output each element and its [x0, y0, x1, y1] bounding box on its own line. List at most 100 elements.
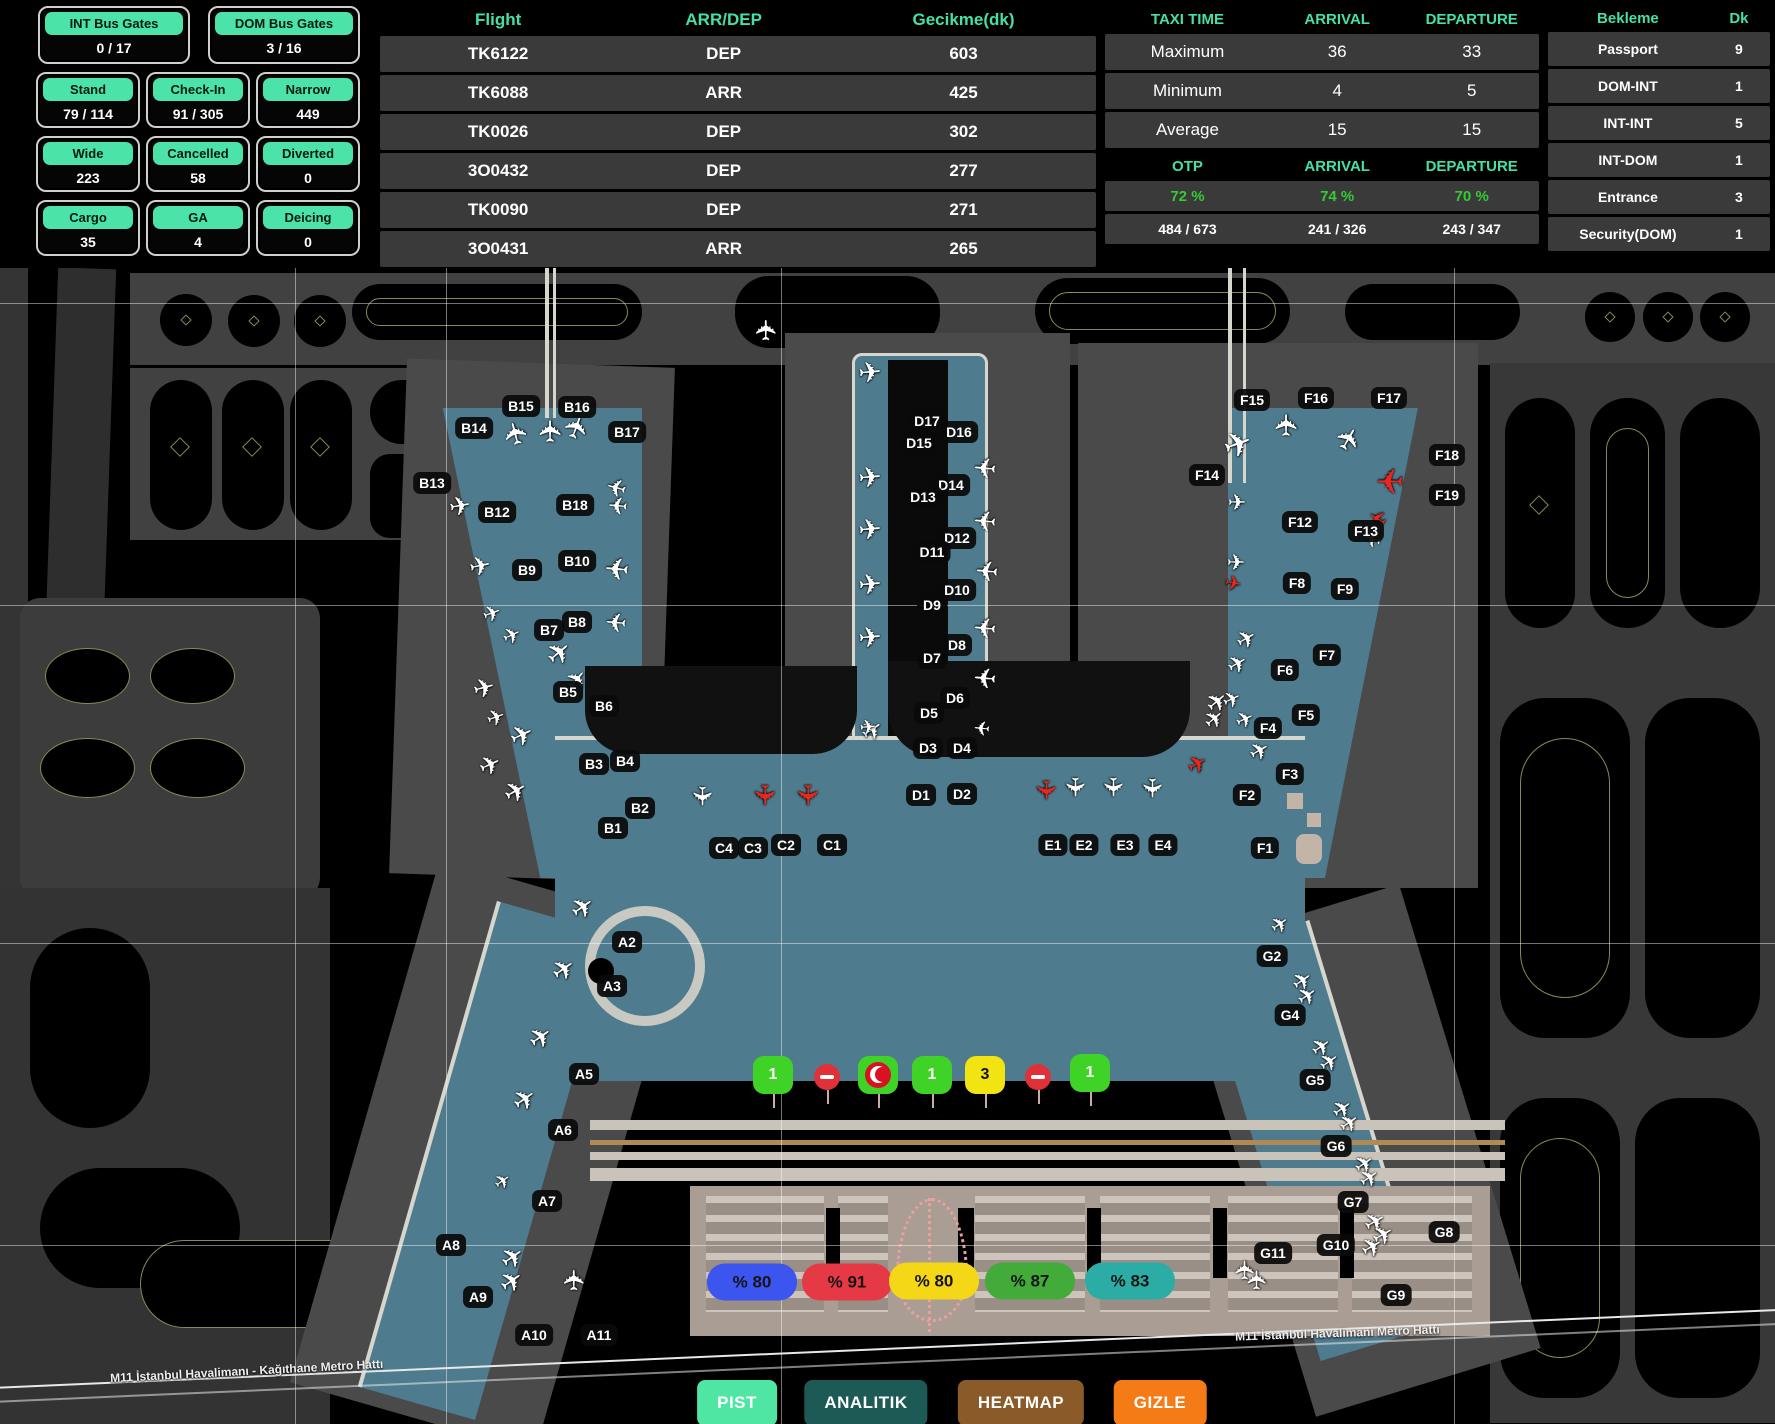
gate-label-e2[interactable]: E2 — [1069, 834, 1099, 856]
aircraft-icon[interactable]: ✈ — [856, 513, 883, 546]
gate-label-f1[interactable]: F1 — [1250, 837, 1280, 859]
gate-label-a8[interactable]: A8 — [436, 1234, 466, 1256]
gate-label-f16[interactable]: F16 — [1297, 387, 1335, 409]
gate-label-e3[interactable]: E3 — [1110, 834, 1140, 856]
gate-label-b2[interactable]: B2 — [625, 797, 655, 819]
pist-button[interactable]: PIST — [697, 1380, 777, 1424]
gate-label-g5[interactable]: G5 — [1299, 1069, 1331, 1091]
gate-label-d16[interactable]: D16 — [940, 421, 978, 443]
aircraft-icon[interactable]: ✈ — [1271, 412, 1304, 438]
gate-label-c2[interactable]: C2 — [771, 834, 801, 856]
gate-label-g11[interactable]: G11 — [1254, 1242, 1292, 1264]
gate-label-b18[interactable]: B18 — [556, 494, 594, 516]
gate-label-d8[interactable]: D8 — [942, 634, 972, 656]
aircraft-icon[interactable]: ✈ — [973, 554, 1000, 587]
gate-label-a2[interactable]: A2 — [612, 931, 642, 953]
occupancy-badge[interactable]: % 80 — [707, 1263, 797, 1301]
gate-label-b3[interactable]: B3 — [579, 753, 609, 775]
occupancy-badge[interactable]: % 83 — [1085, 1262, 1175, 1300]
analitik-button[interactable]: ANALITIK — [804, 1380, 928, 1424]
gate-label-b15[interactable]: B15 — [502, 395, 540, 417]
gate-label-b7[interactable]: B7 — [534, 619, 564, 641]
gate-label-b4[interactable]: B4 — [610, 750, 640, 772]
gate-label-a10[interactable]: A10 — [515, 1324, 553, 1346]
aircraft-icon[interactable]: ✈ — [559, 1268, 590, 1292]
gate-label-g7[interactable]: G7 — [1337, 1191, 1369, 1213]
aircraft-icon-alert[interactable]: ✈ — [749, 783, 780, 807]
aircraft-icon[interactable]: ✈ — [972, 715, 992, 739]
gate-label-b10[interactable]: B10 — [558, 550, 596, 572]
gate-label-f6[interactable]: F6 — [1270, 659, 1300, 681]
heatmap-button[interactable]: HEATMAP — [957, 1380, 1085, 1424]
gate-label-d5[interactable]: D5 — [914, 702, 944, 724]
gate-label-f13[interactable]: F13 — [1347, 520, 1385, 542]
gate-label-a7[interactable]: A7 — [532, 1190, 562, 1212]
gate-label-f4[interactable]: F4 — [1253, 717, 1283, 739]
aircraft-icon[interactable]: ✈ — [687, 785, 717, 807]
gate-label-f18[interactable]: F18 — [1428, 444, 1466, 466]
aircraft-icon[interactable]: ✈ — [971, 504, 998, 537]
aircraft-icon[interactable]: ✈ — [1226, 550, 1246, 575]
occupancy-badge[interactable]: % 91 — [802, 1263, 892, 1301]
gate-label-c3[interactable]: C3 — [738, 837, 768, 859]
gate-label-d1[interactable]: D1 — [906, 784, 936, 806]
gate-label-b16[interactable]: B16 — [558, 396, 596, 418]
gate-label-b14[interactable]: B14 — [455, 417, 493, 439]
gate-label-a6[interactable]: A6 — [548, 1119, 578, 1141]
gate-label-b13[interactable]: B13 — [413, 472, 451, 494]
gate-label-b8[interactable]: B8 — [562, 611, 592, 633]
aircraft-icon-alert[interactable]: ✈ — [1375, 461, 1405, 499]
gate-label-c4[interactable]: C4 — [709, 837, 739, 859]
aircraft-icon[interactable]: ✈ — [856, 461, 883, 494]
bekleme-row[interactable]: Security(DOM)1 — [1548, 217, 1770, 251]
gate-label-d15[interactable]: D15 — [900, 432, 938, 454]
gate-label-d17[interactable]: D17 — [908, 410, 946, 432]
aircraft-icon[interactable]: ✈ — [751, 318, 782, 342]
gate-label-f8[interactable]: F8 — [1282, 572, 1312, 594]
gate-label-d9[interactable]: D9 — [917, 594, 947, 616]
gate-label-a3[interactable]: A3 — [597, 975, 627, 997]
gate-label-g6[interactable]: G6 — [1320, 1135, 1352, 1157]
occupancy-badge[interactable]: % 80 — [889, 1262, 979, 1300]
gate-label-f14[interactable]: F14 — [1188, 464, 1226, 486]
aircraft-icon[interactable]: ✈ — [971, 611, 998, 644]
aircraft-icon[interactable]: ✈ — [971, 451, 998, 484]
gate-label-e1[interactable]: E1 — [1038, 834, 1068, 856]
gate-label-f19[interactable]: F19 — [1428, 484, 1466, 506]
aircraft-icon[interactable]: ✈ — [602, 549, 631, 586]
gate-label-g8[interactable]: G8 — [1428, 1221, 1460, 1243]
gate-label-e4[interactable]: E4 — [1148, 834, 1178, 856]
gate-label-f12[interactable]: F12 — [1281, 511, 1319, 533]
aircraft-icon[interactable]: ✈ — [858, 716, 878, 740]
gate-label-d4[interactable]: D4 — [947, 737, 977, 759]
gizle-button[interactable]: GIZLE — [1113, 1380, 1207, 1424]
airport-map[interactable]: M11 İstanbul Havalimanı - Kağıthane Metr… — [0, 268, 1775, 1424]
aircraft-icon-alert[interactable]: ✈ — [792, 783, 823, 807]
aircraft-icon[interactable]: ✈ — [1060, 776, 1090, 798]
aircraft-icon[interactable]: ✈ — [971, 661, 998, 694]
gate-label-g10[interactable]: G10 — [1316, 1234, 1356, 1256]
gate-label-d3[interactable]: D3 — [913, 737, 943, 759]
gate-label-f2[interactable]: F2 — [1232, 784, 1262, 806]
gate-label-b5[interactable]: B5 — [553, 681, 583, 703]
gate-label-a9[interactable]: A9 — [463, 1286, 493, 1308]
gate-label-d13[interactable]: D13 — [904, 486, 942, 508]
gate-label-b17[interactable]: B17 — [608, 421, 646, 443]
aircraft-icon[interactable]: ✈ — [856, 356, 883, 389]
